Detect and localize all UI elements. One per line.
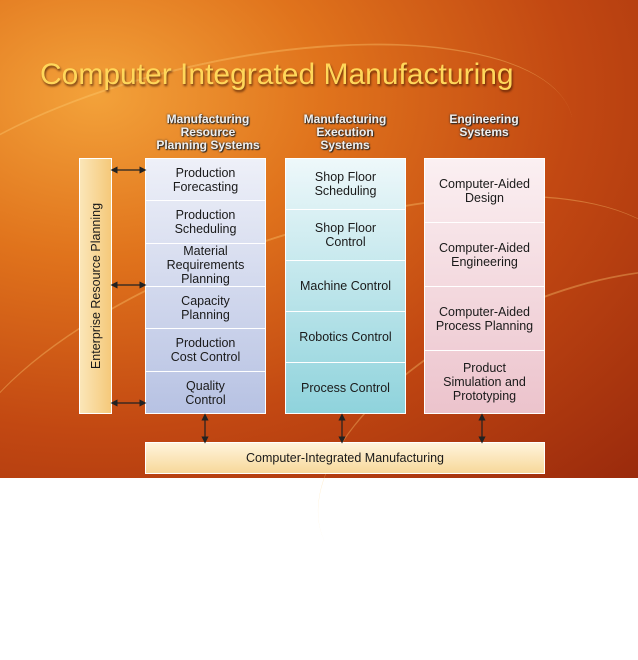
header-line: Systems	[459, 125, 509, 139]
header-line: Engineering	[449, 112, 519, 126]
mes-cell: Process Control	[301, 381, 390, 395]
column-header-engineering: Engineering Systems	[424, 113, 544, 139]
connector-arrows	[110, 166, 486, 444]
header-line: Manufacturing	[166, 112, 250, 126]
column-header-mes: Manufacturing Execution Systems	[284, 113, 406, 152]
mes-cell: Robotics Control	[286, 312, 405, 363]
header-line: Execution	[316, 125, 374, 139]
header-line: Systems	[320, 138, 370, 152]
slide-title: Computer Integrated Manufacturing	[40, 58, 514, 91]
header-line: Planning Systems	[156, 138, 260, 152]
mes-cell: Machine Control	[286, 261, 405, 312]
column-header-mrp: Manufacturing Resource Planning Systems	[140, 113, 276, 152]
header-line: Manufacturing	[303, 112, 387, 126]
header-line: Resource	[180, 125, 236, 139]
